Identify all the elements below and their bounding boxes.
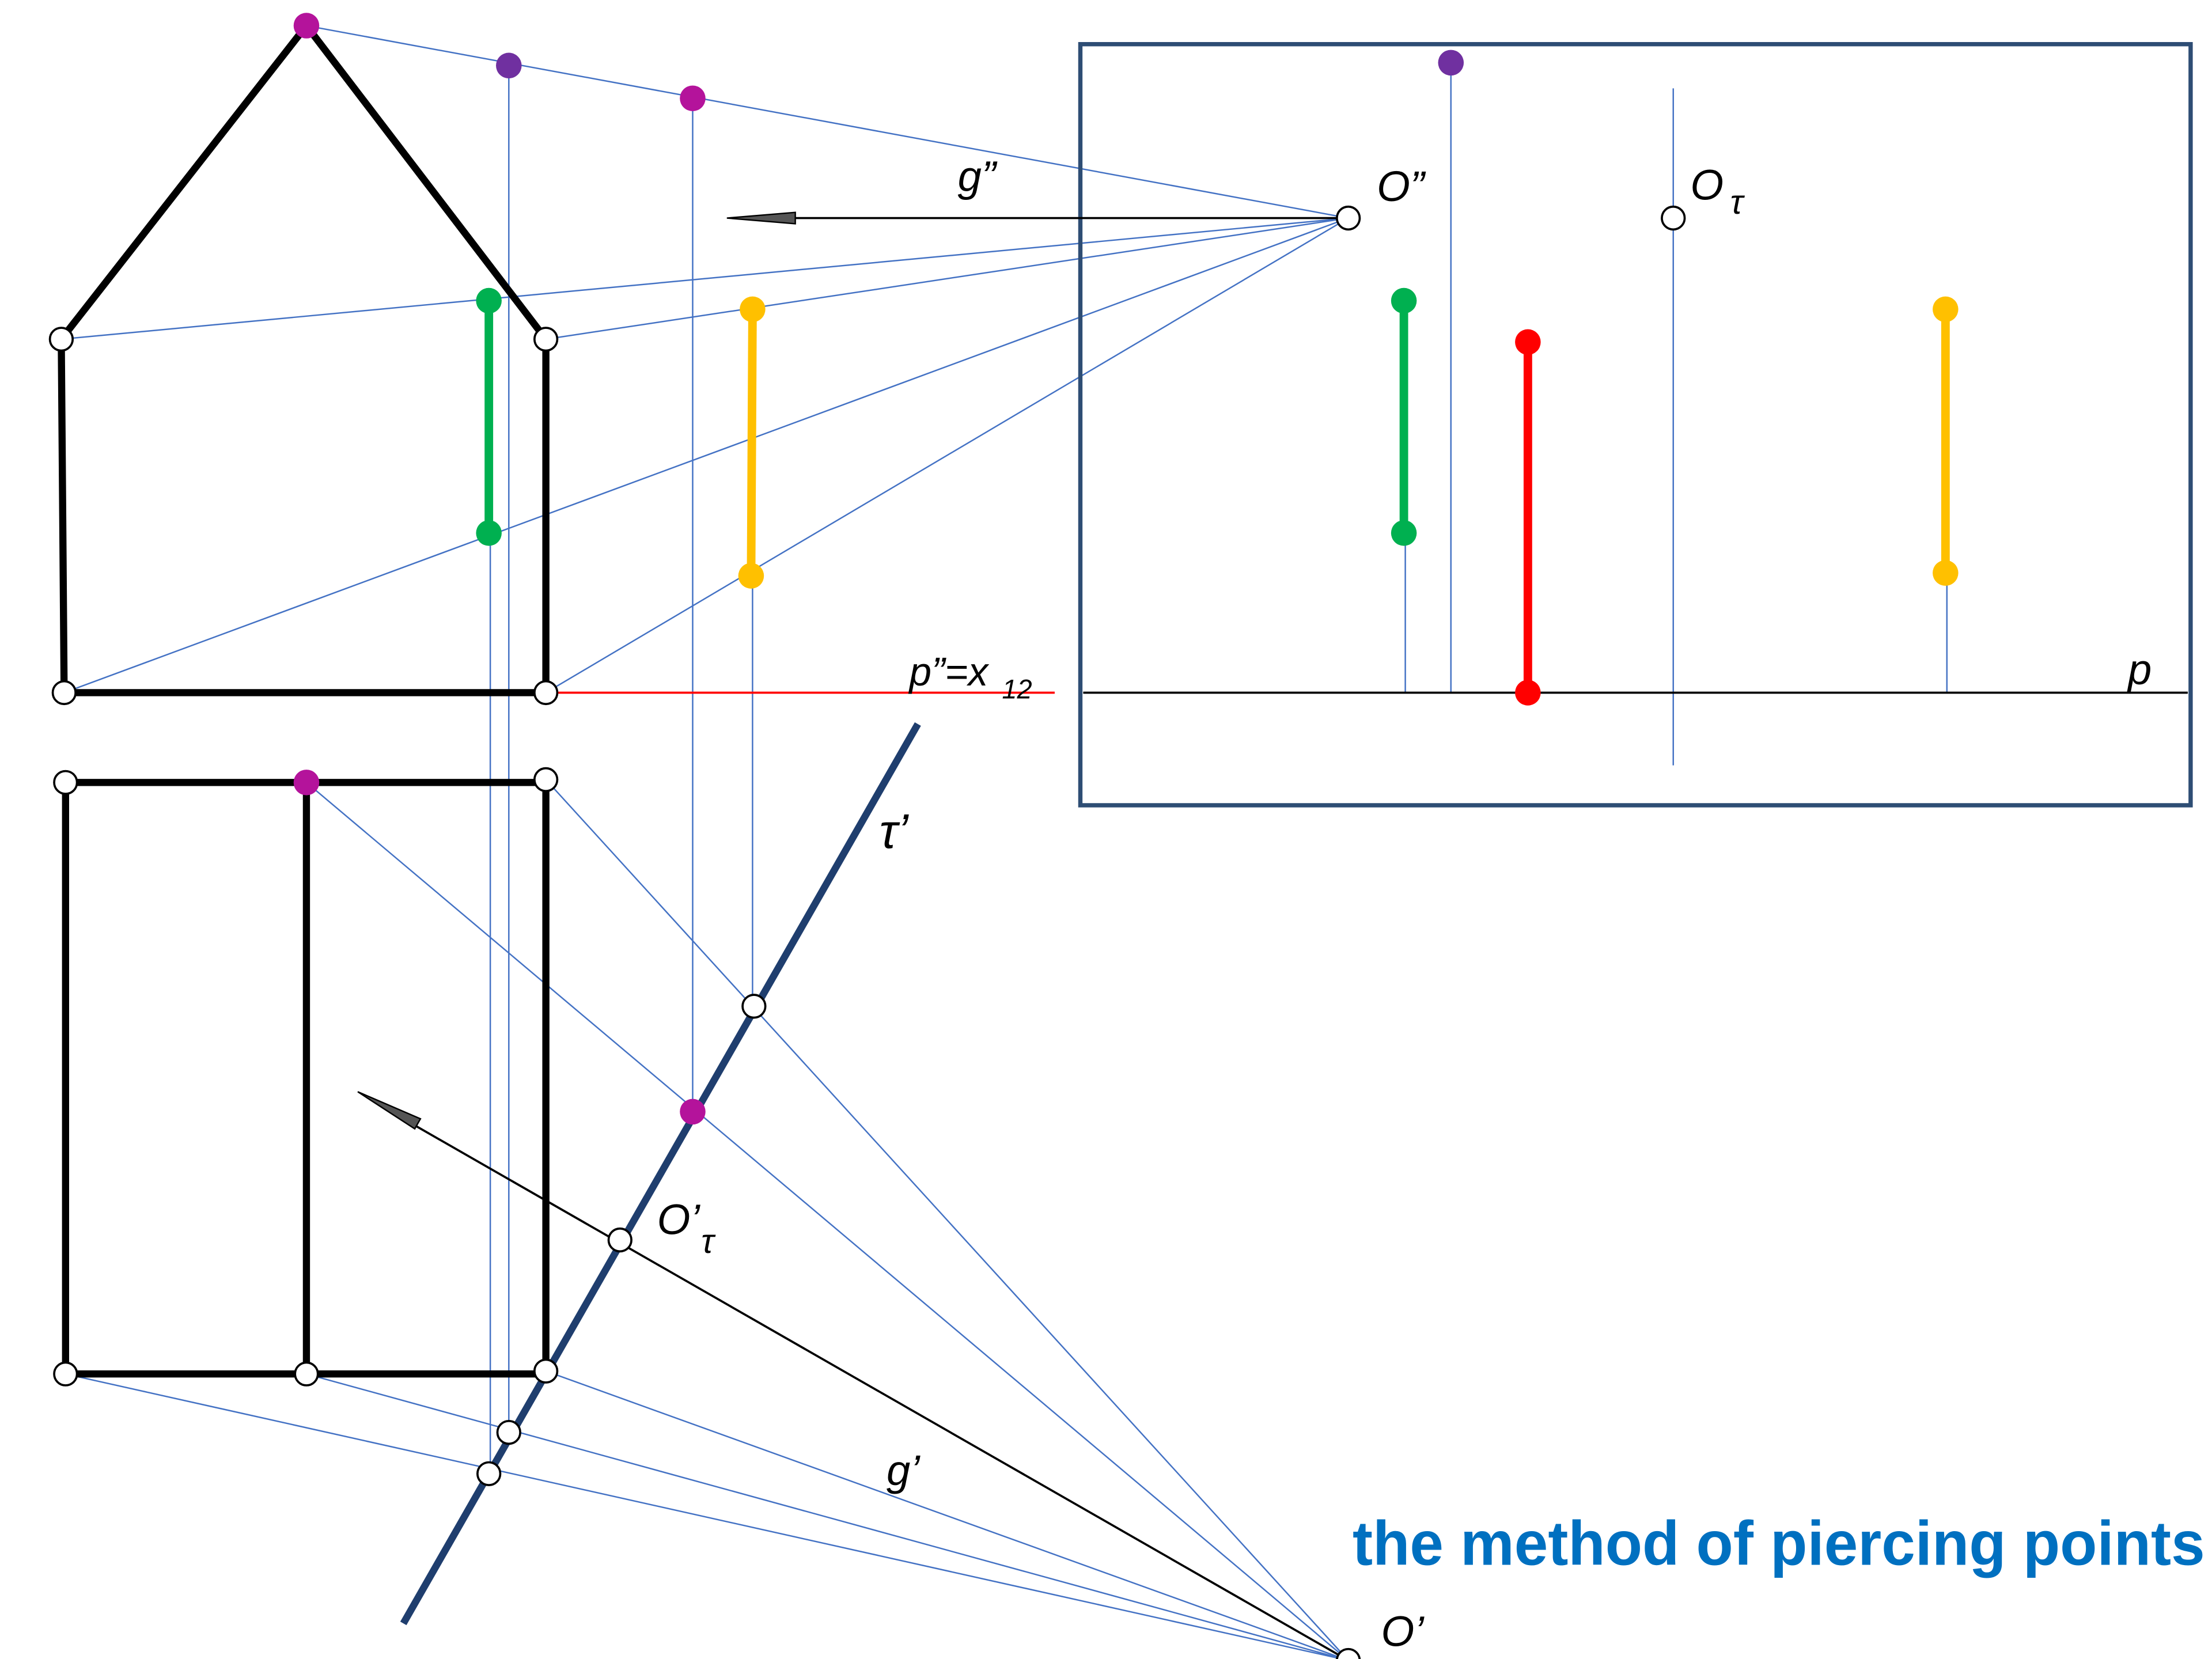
yellow-point-bottom-front	[738, 563, 764, 589]
center-o-prime-point	[1336, 1647, 1361, 1659]
green-point-bottom-picture	[1391, 520, 1417, 546]
label-o-prime-tau: O’	[657, 1196, 701, 1244]
trace-point-top	[741, 994, 767, 1019]
trace-point-mid	[496, 1419, 521, 1445]
plan-bottom-right-point	[533, 1358, 559, 1384]
label-o-tau-sub: τ	[1730, 183, 1745, 221]
green-point-bottom-front	[476, 520, 502, 546]
label-p: p	[2127, 646, 2152, 694]
open-points	[48, 205, 1686, 1659]
o-tau-point	[1661, 205, 1686, 231]
label-p-double-x: p”=x	[908, 649, 990, 694]
label-o-double: O”	[1377, 162, 1426, 210]
direction-g-prime	[412, 1123, 1349, 1659]
diagram-title: the method of piercing points	[1353, 1509, 2205, 1579]
house-front-view	[58, 20, 550, 696]
front-projection-lines	[61, 25, 1948, 1474]
yellow-point-top-front	[740, 296, 766, 323]
plan-projection-lines	[65, 779, 1349, 1659]
yellow-point-top-picture	[1933, 296, 1959, 323]
colored-points	[293, 13, 1959, 1125]
red-point-bottom-picture	[1515, 680, 1541, 706]
base-left-point	[51, 680, 77, 706]
magenta-point-trace	[680, 1099, 706, 1125]
plan-bottom-left-point	[53, 1361, 78, 1387]
label-p-double-sub: 12	[1002, 673, 1032, 704]
center-o-double-point	[1335, 205, 1361, 231]
plan-top-right-point	[533, 767, 559, 793]
green-point-top-picture	[1391, 287, 1417, 314]
red-point-top-picture	[1515, 329, 1541, 355]
yellow-point-bottom-picture	[1933, 560, 1959, 586]
base-right-point	[533, 680, 559, 706]
arrow-g-prime	[357, 1091, 422, 1130]
plan-bottom-mid-point	[294, 1361, 319, 1387]
label-tau-prime: τ’	[880, 804, 909, 858]
picture-frame	[1078, 41, 2193, 808]
label-g-prime: g’	[887, 1446, 921, 1494]
trace-tau-prime	[400, 722, 921, 1626]
purple-point-front	[496, 52, 522, 79]
eave-left-point	[48, 327, 74, 352]
o-prime-tau-point	[607, 1227, 632, 1253]
arrow-g-double	[726, 211, 796, 225]
magenta-point-plan	[293, 770, 320, 796]
yellow-segment-front	[747, 309, 757, 576]
label-g-double: g”	[958, 153, 998, 200]
purple-point-picture	[1438, 50, 1464, 76]
trace-point-low	[476, 1461, 502, 1486]
magenta-point-ridge	[293, 13, 320, 39]
label-o-prime-tau-sub: τ	[701, 1222, 716, 1260]
eave-right-point	[533, 327, 559, 352]
label-o-prime: O’	[1381, 1608, 1425, 1656]
label-o-tau: O	[1690, 161, 1724, 209]
magenta-point-front	[680, 85, 706, 111]
house-plan-view	[62, 779, 550, 1378]
plan-top-left-point	[53, 770, 78, 796]
green-point-top-front	[476, 287, 502, 314]
